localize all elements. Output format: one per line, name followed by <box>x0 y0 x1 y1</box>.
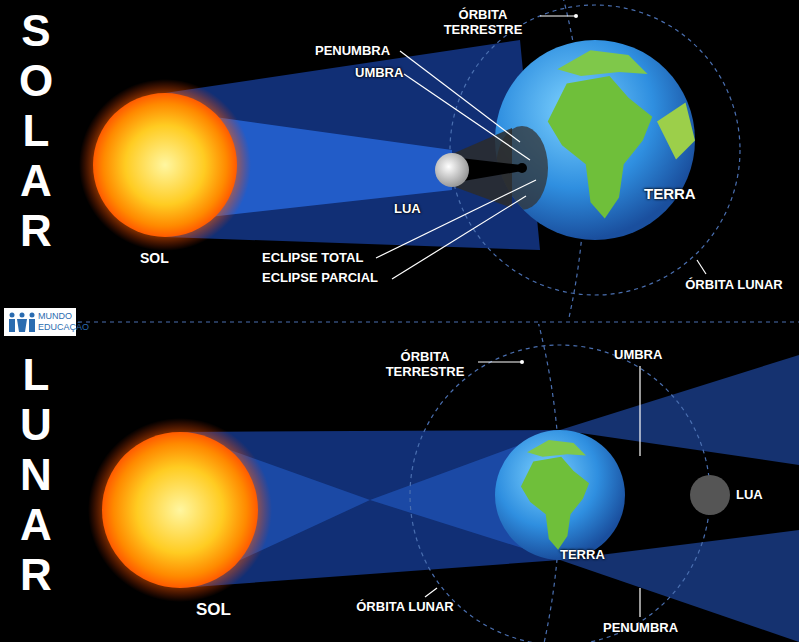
moon <box>690 475 730 515</box>
shadow-label: UMBRA <box>355 66 403 81</box>
solar-eclipse <box>0 0 740 320</box>
body-label: SOL <box>140 250 169 266</box>
orbit-label: ÓRBITA TERRESTRE <box>372 350 478 380</box>
orbit-label: ÓRBITA LUNAR <box>355 600 455 615</box>
body-label: TERRA <box>644 185 696 202</box>
leader-lines <box>425 362 640 617</box>
europe <box>527 440 586 457</box>
sun-glow <box>88 418 272 602</box>
leader-dot <box>520 360 524 364</box>
shadow-label: PENUMBRA <box>603 621 678 636</box>
africa <box>548 76 653 219</box>
shadow-label: UMBRA <box>614 348 662 363</box>
moon-orbit <box>410 345 710 642</box>
logo-icon <box>9 313 35 333</box>
body-label: TERRA <box>560 548 605 563</box>
shadow-label: PENUMBRA <box>315 44 390 59</box>
moon <box>435 153 469 187</box>
body-label: LUA <box>736 488 763 503</box>
divider <box>78 322 799 323</box>
europe <box>557 50 647 76</box>
africa <box>521 457 589 550</box>
orbit-label: ÓRBITA LUNAR <box>684 278 784 293</box>
earth-orbit <box>0 324 560 642</box>
moon-orbit <box>450 5 740 295</box>
orbit-label: ÓRBITA TERRESTRE <box>430 8 536 38</box>
lunar-eclipse <box>0 324 799 642</box>
body-label: LUA <box>394 202 421 217</box>
watermark: MUNDO EDUCAÇÃO <box>38 311 76 333</box>
panel-title: SOLAR <box>14 6 58 256</box>
earth <box>495 40 695 240</box>
leader-dot <box>574 14 578 18</box>
body-label: SOL <box>196 600 231 620</box>
sun-glow <box>79 79 251 251</box>
eclipse-label: ECLIPSE TOTAL <box>262 251 363 266</box>
sun <box>102 432 258 588</box>
eclipse-label: ECLIPSE PARCIAL <box>262 271 378 286</box>
leader-lines <box>376 16 706 279</box>
sun <box>93 93 237 237</box>
earth <box>495 430 625 560</box>
logo-box <box>4 308 76 336</box>
panel-title: LUNAR <box>14 350 58 600</box>
earth-orbit <box>0 0 585 320</box>
asia <box>657 103 695 160</box>
